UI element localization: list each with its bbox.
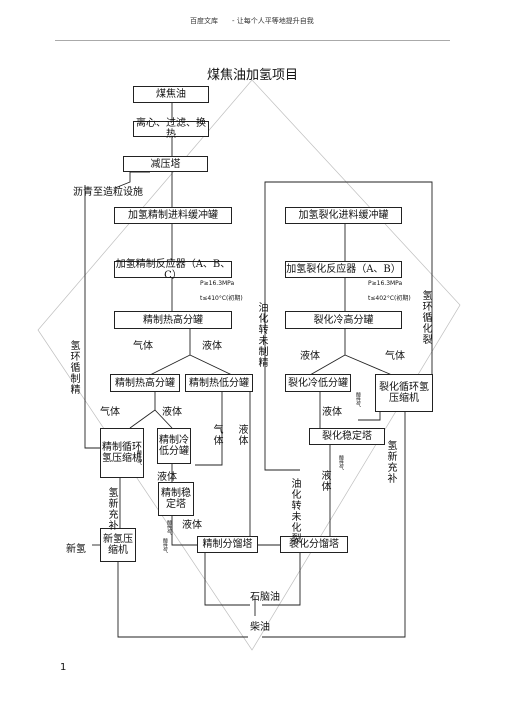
crack-temperature-label: t≤402°C(初期) — [368, 295, 411, 302]
liquid-label-3: 液体 — [162, 407, 182, 418]
crack-stabilizer-box: 裂化稳定塔 — [309, 428, 385, 445]
refine-hot-hp-separator-box: 精制热高分罐 — [114, 311, 232, 329]
asphalt-label: 沥青至造粒设施 — [73, 187, 143, 198]
refine-hot-lp-separator-box: 精制热低分罐 — [185, 374, 253, 392]
new-h2-supply-right-label: 氢新充补 — [385, 440, 396, 484]
refine-cold-lp-separator-box: 精制冷低分罐 — [157, 428, 191, 464]
refine-feed-buffer-box: 加氢精制进料缓冲罐 — [114, 207, 232, 224]
header-divider — [55, 40, 450, 41]
refine-fractionator-box: 精制分馏塔 — [197, 536, 258, 553]
liquid-label-1: 液体 — [202, 341, 222, 352]
liquid-vertical-label: 液体 — [236, 424, 247, 446]
gas-vertical-label: 气体 — [211, 424, 222, 446]
refine-recycle-h2-label: 氢环循制精 — [68, 340, 79, 395]
refine-stabilizer-box: 精制稳定塔 — [158, 482, 194, 516]
new-h2-supply-left-label: 氢新充补 — [106, 487, 117, 531]
acid-gas-label-4: 酸性气 — [338, 455, 344, 470]
liquid-vertical-label-2: 液体 — [319, 470, 330, 492]
crack-recycle-h2-label: 氢环循化裂 — [420, 290, 431, 345]
naphtha-label: 石脑油 — [250, 592, 280, 603]
crack-unconverted-oil-label: 油化转未化裂 — [289, 478, 300, 544]
header-left: 百度文库 — [190, 17, 218, 25]
new-h2-label: 新氢 — [66, 544, 86, 555]
crack-reactor-box: 加氢裂化反应器（A、B） — [285, 261, 402, 278]
diesel-label: 柴油 — [250, 622, 270, 633]
liquid-label-2: 液体 — [300, 351, 320, 362]
liquid-label-5: 液体 — [157, 472, 177, 483]
acid-gas-label-5: 酸性气 — [166, 520, 172, 535]
refine-unconverted-oil-label: 油化转未制精 — [256, 302, 267, 368]
liquid-label-6: 液体 — [182, 520, 202, 531]
crack-pressure-label: P≥16.3MPa — [368, 280, 403, 287]
gas-label-3: 气体 — [100, 407, 120, 418]
diagram-title: 煤焦油加氢项目 — [206, 68, 298, 83]
crack-feed-buffer-box: 加氢裂化进料缓冲罐 — [285, 207, 402, 224]
crack-cold-hp-separator-box: 裂化冷高分罐 — [285, 311, 402, 329]
coal-tar-box: 煤焦油 — [133, 86, 209, 103]
refine-reactor-box: 加氢精制反应器（A、B、C） — [114, 258, 232, 281]
header-right: - 让每个人平等地提升自我 — [232, 17, 314, 25]
liquid-label-4: 液体 — [322, 407, 342, 418]
crack-recycle-compressor-box: 裂化循环氢压缩机 — [375, 374, 433, 412]
acid-gas-label-1: 酸性气 — [136, 450, 142, 465]
gas-label-1: 气体 — [133, 341, 153, 352]
acid-gas-label-2: 酸性气 — [162, 538, 168, 553]
pretreatment-box: 离心、过滤、换热 — [133, 118, 209, 140]
refine-cold-hp-separator-box: 精制热高分罐 — [110, 374, 180, 392]
gas-label-2: 气体 — [385, 351, 405, 362]
refine-pressure-label: P≥16.3MPa — [200, 280, 235, 287]
page-number: 1 — [60, 662, 67, 673]
refine-temperature-label: t≤410°C(初期) — [200, 295, 243, 302]
new-h2-compressor-box: 新氢压缩机 — [100, 528, 136, 562]
acid-gas-label-3: 酸性气 — [355, 392, 361, 407]
refine-recycle-compressor-box: 精制循环氢压缩机 — [100, 428, 144, 478]
crack-fractionator-box: 裂化分馏塔 — [280, 536, 348, 553]
crack-cold-lp-separator-box: 裂化冷低分罐 — [285, 374, 351, 392]
vacuum-tower-box: 减压塔 — [123, 156, 208, 172]
